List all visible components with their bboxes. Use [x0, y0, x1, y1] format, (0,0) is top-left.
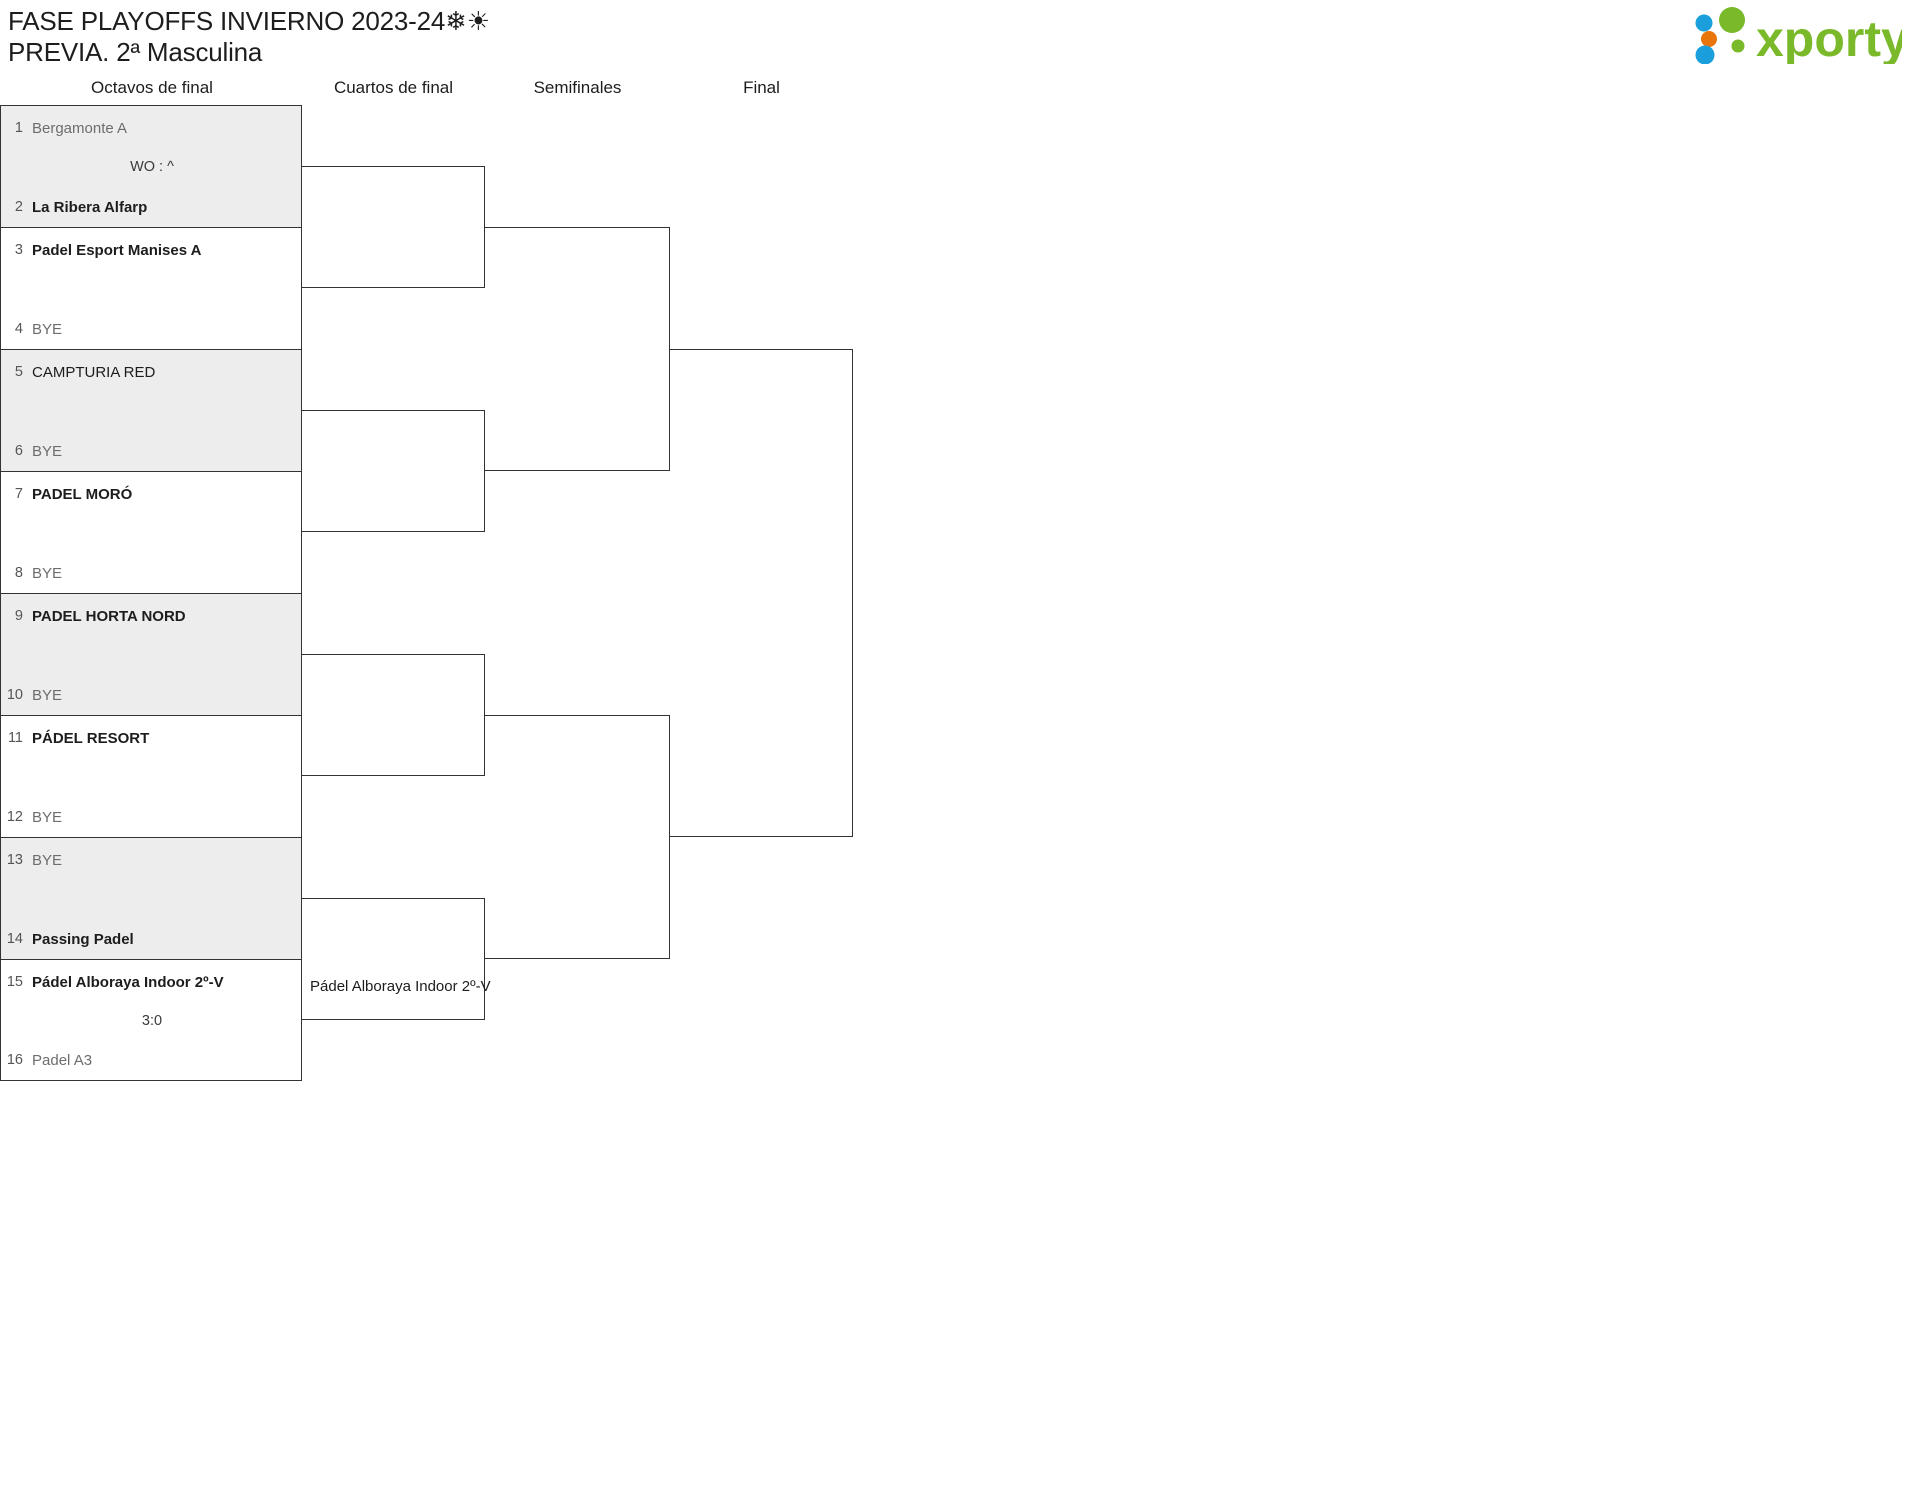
round-header-final: Final [743, 78, 780, 97]
match-row[interactable]: 11 PÁDEL RESORT 12 BYE [0, 715, 302, 837]
match-slot-top[interactable]: 7 PADEL MORÓ [1, 483, 303, 505]
seed-number: 3 [14, 242, 23, 258]
match-score: WO : ^ [130, 159, 174, 175]
match-slot-top[interactable]: 9 PADEL HORTA NORD [1, 605, 303, 627]
player-name: PÁDEL RESORT [32, 729, 150, 747]
match-slot-top[interactable]: 11 PÁDEL RESORT [1, 727, 303, 749]
match-slot-top[interactable]: 3 Padel Esport Manises A [1, 239, 303, 261]
player-name: BYE [32, 686, 63, 704]
match-slot-top[interactable]: 13 BYE [1, 849, 303, 871]
match-slot-bottom[interactable]: 14 Passing Padel [1, 928, 303, 950]
match-score: 3:0 [141, 1013, 163, 1029]
player-name: La Ribera Alfarp [32, 198, 148, 216]
xporty-logo: xporty [1664, 6, 1902, 64]
match-row[interactable]: 5 CAMPTURIA RED 6 BYE [0, 349, 302, 471]
player-name: Padel A3 [32, 1051, 93, 1069]
connector-semifinal[interactable] [485, 227, 670, 471]
seed-number: 16 [6, 1052, 23, 1068]
player-name: PADEL MORÓ [32, 485, 133, 503]
player-name: Passing Padel [32, 930, 134, 948]
match-row[interactable]: 15 Pádel Alboraya Indoor 2º-V 3:0 16 Pad… [0, 959, 302, 1081]
player-name: BYE [32, 442, 63, 460]
match-slot-top[interactable]: 5 CAMPTURIA RED [1, 361, 303, 383]
connector-cuartos[interactable] [302, 166, 485, 288]
match-slot-top[interactable]: 1 Bergamonte A [1, 117, 303, 139]
player-name: BYE [32, 808, 63, 826]
seed-number: 11 [7, 730, 23, 746]
round-header-octavos: Octavos de final [91, 78, 213, 97]
seed-number: 12 [6, 809, 23, 825]
seed-number: 5 [14, 364, 23, 380]
seed-number: 2 [14, 199, 23, 215]
svg-text:xporty: xporty [1756, 11, 1902, 64]
seed-number: 14 [6, 931, 23, 947]
match-slot-bottom[interactable]: 4 BYE [1, 318, 303, 340]
round2-entry-label: Pádel Alboraya Indoor 2º-V [310, 978, 491, 995]
match-slot-bottom[interactable]: 8 BYE [1, 562, 303, 584]
match-row[interactable]: 1 Bergamonte A WO : ^ 2 La Ribera Alfarp [0, 105, 302, 227]
seed-number: 10 [6, 687, 23, 703]
page-header: FASE PLAYOFFS INVIERNO 2023-24❄☀ PREVIA.… [0, 0, 1920, 78]
match-slot-bottom[interactable]: 6 BYE [1, 440, 303, 462]
match-slot-bottom[interactable]: 16 Padel A3 [1, 1049, 303, 1071]
match-row[interactable]: 9 PADEL HORTA NORD 10 BYE [0, 593, 302, 715]
player-name: BYE [32, 851, 63, 869]
match-slot-bottom[interactable]: 2 La Ribera Alfarp [1, 196, 303, 218]
match-slot-top[interactable]: 15 Pádel Alboraya Indoor 2º-V [1, 971, 303, 993]
match-slot-bottom[interactable]: 12 BYE [1, 806, 303, 828]
connector-final[interactable] [670, 349, 853, 837]
tournament-bracket: 1 Bergamonte A WO : ^ 2 La Ribera Alfarp… [0, 105, 900, 1085]
seed-number: 1 [14, 120, 23, 136]
seed-number: 9 [14, 608, 23, 624]
seed-number: 8 [14, 565, 23, 581]
player-name: CAMPTURIA RED [32, 363, 156, 381]
connector-cuartos[interactable] [302, 654, 485, 776]
player-name: PADEL HORTA NORD [32, 607, 186, 625]
connector-cuartos[interactable] [302, 410, 485, 532]
player-name: BYE [32, 320, 63, 338]
seed-number: 4 [14, 321, 23, 337]
match-row[interactable]: 3 Padel Esport Manises A 4 BYE [0, 227, 302, 349]
match-slot-bottom[interactable]: 10 BYE [1, 684, 303, 706]
seed-number: 6 [14, 443, 23, 459]
player-name: Bergamonte A [32, 119, 128, 137]
page-title: FASE PLAYOFFS INVIERNO 2023-24❄☀ PREVIA.… [8, 6, 490, 67]
match-row[interactable]: 7 PADEL MORÓ 8 BYE [0, 471, 302, 593]
connector-cuartos[interactable] [302, 898, 485, 1020]
seed-number: 7 [14, 486, 23, 502]
connector-semifinal[interactable] [485, 715, 670, 959]
match-row[interactable]: 13 BYE 14 Passing Padel [0, 837, 302, 959]
round-header-semifinales: Semifinales [533, 78, 622, 97]
seed-number: 13 [6, 852, 23, 868]
seed-number: 15 [6, 974, 23, 990]
round-header-cuartos: Cuartos de final [333, 78, 454, 97]
player-name: Pádel Alboraya Indoor 2º-V [32, 973, 224, 991]
player-name: Padel Esport Manises A [32, 241, 202, 259]
player-name: BYE [32, 564, 63, 582]
